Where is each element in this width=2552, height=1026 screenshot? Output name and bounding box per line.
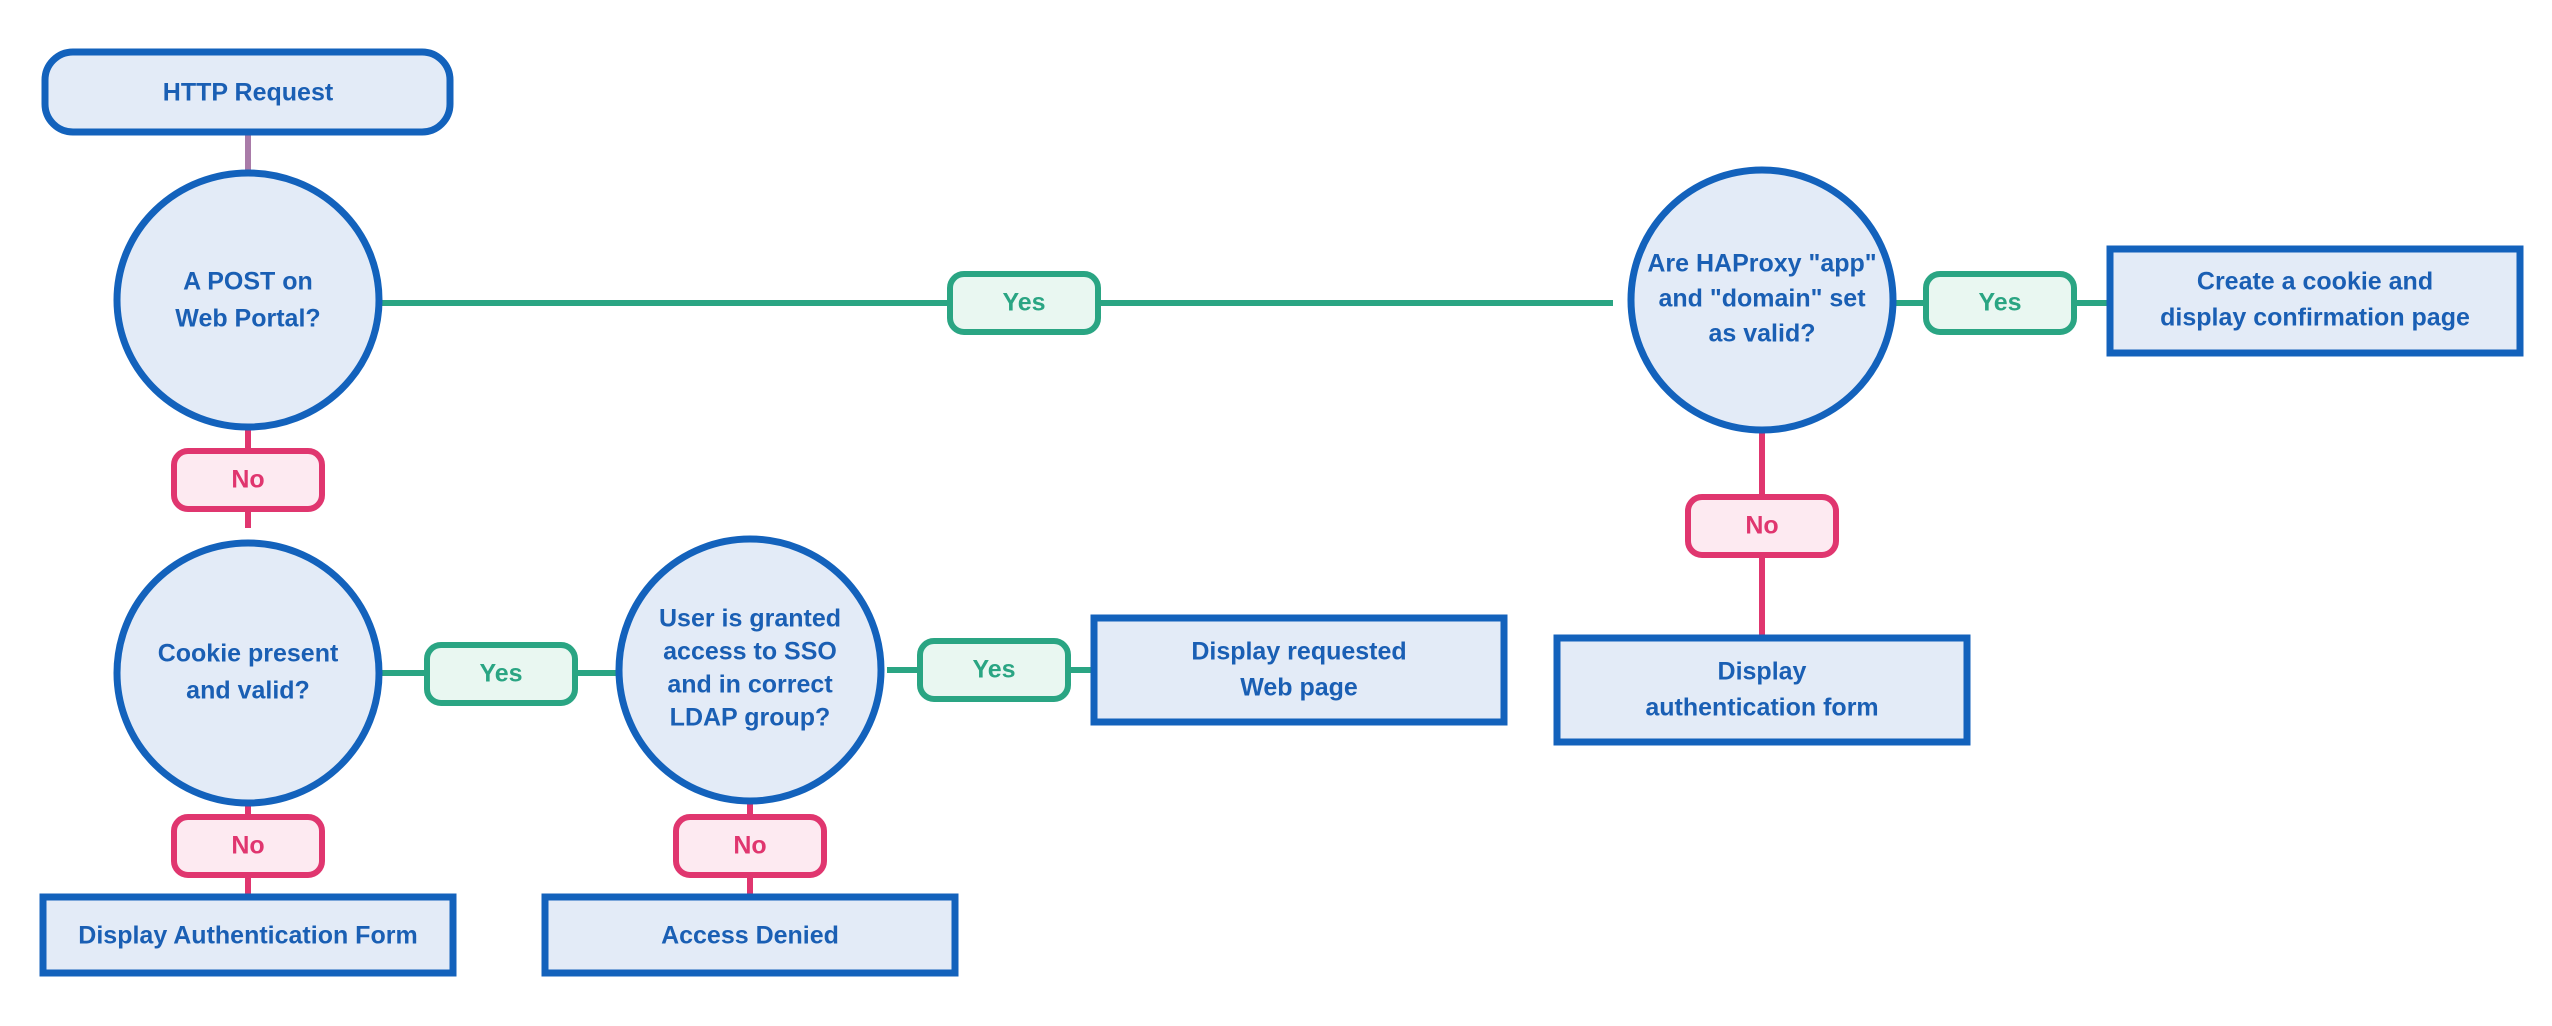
edge-label-post-no-text: No <box>231 466 264 494</box>
node-display-web-page-line1: Display requested <box>1191 638 1406 666</box>
node-display-web-page[interactable]: Display requested Web page <box>1090 614 1508 726</box>
node-http-request[interactable]: HTTP Request <box>41 48 454 136</box>
node-http-request-shape <box>41 48 454 136</box>
node-display-auth-form-left-shape <box>39 893 457 977</box>
node-cookie-valid-line1: Cookie present <box>158 640 339 668</box>
edge-label-granted-no-box <box>673 814 827 878</box>
edge-label-post-no[interactable]: No <box>171 448 325 512</box>
node-user-granted-line2: access to SSO <box>663 638 837 666</box>
edge-label-cookie-no-box <box>171 814 325 878</box>
node-user-granted-line3: and in correct <box>667 671 833 699</box>
edge-label-granted-no-text: No <box>733 832 766 860</box>
node-user-granted-shape <box>615 535 885 805</box>
node-cookie-valid[interactable]: Cookie present and valid? <box>113 539 383 807</box>
edge-label-cookie-yes[interactable]: Yes <box>424 642 578 706</box>
node-user-granted[interactable]: User is granted access to SSO and in cor… <box>615 535 885 805</box>
node-access-denied-shape <box>541 893 959 977</box>
edge-label-haproxy-yes-box <box>1923 271 2077 335</box>
node-haproxy-valid-line1: Are HAProxy "app" <box>1647 250 1876 278</box>
edge-label-post-yes-text: Yes <box>1002 289 1045 317</box>
node-post-web-portal-line1: A POST on <box>183 268 313 296</box>
edge-label-post-yes-box <box>947 271 1101 335</box>
node-cookie-valid-shape <box>113 539 383 807</box>
node-cookie-valid-line2: and valid? <box>186 677 310 705</box>
node-haproxy-valid[interactable]: Are HAProxy "app" and "domain" set as va… <box>1627 166 1897 434</box>
edge-label-post-yes[interactable]: Yes <box>947 271 1101 335</box>
edge-label-granted-yes-text: Yes <box>972 656 1015 684</box>
edge-label-cookie-yes-box <box>424 642 578 706</box>
node-post-web-portal-line2: Web Portal? <box>175 305 320 333</box>
node-create-cookie-shape <box>2106 245 2524 357</box>
edge-label-haproxy-no[interactable]: No <box>1685 494 1839 558</box>
edge-label-haproxy-yes-text: Yes <box>1978 289 2021 317</box>
edge-label-granted-no[interactable]: No <box>673 814 827 878</box>
node-user-granted-line4: LDAP group? <box>670 704 831 732</box>
node-display-auth-form-left[interactable]: Display Authentication Form <box>39 893 457 977</box>
edge-label-haproxy-no-text: No <box>1745 512 1778 540</box>
node-display-auth-form-right-line2: authentication form <box>1645 694 1878 722</box>
edge-label-cookie-no-text: No <box>231 832 264 860</box>
edge-label-haproxy-no-box <box>1685 494 1839 558</box>
node-display-auth-form-right-line1: Display <box>1718 658 1807 686</box>
node-http-request-label: HTTP Request <box>163 79 334 107</box>
node-haproxy-valid-shape <box>1627 166 1897 434</box>
node-access-denied[interactable]: Access Denied <box>541 893 959 977</box>
node-create-cookie-line2: display confirmation page <box>2160 304 2470 332</box>
node-display-auth-form-right-shape <box>1553 634 1971 746</box>
node-haproxy-valid-line2: and "domain" set <box>1658 285 1866 313</box>
node-access-denied-label: Access Denied <box>661 922 839 950</box>
edge-label-granted-yes-box <box>917 638 1071 702</box>
node-post-web-portal-shape <box>113 169 383 431</box>
node-display-auth-form-left-label: Display Authentication Form <box>78 922 417 950</box>
edge-label-haproxy-yes[interactable]: Yes <box>1923 271 2077 335</box>
edge-label-cookie-no[interactable]: No <box>171 814 325 878</box>
node-user-granted-line1: User is granted <box>659 605 841 633</box>
node-create-cookie-line1: Create a cookie and <box>2197 268 2433 296</box>
node-post-web-portal[interactable]: A POST on Web Portal? <box>113 169 383 431</box>
node-haproxy-valid-line3: as valid? <box>1709 320 1816 348</box>
edge-label-post-no-box <box>171 448 325 512</box>
node-display-web-page-line2: Web page <box>1240 674 1358 702</box>
node-display-web-page-shape <box>1090 614 1508 726</box>
edge-label-granted-yes[interactable]: Yes <box>917 638 1071 702</box>
node-create-cookie[interactable]: Create a cookie and display confirmation… <box>2106 245 2524 357</box>
node-display-auth-form-right[interactable]: Display authentication form <box>1553 634 1971 746</box>
edge-label-cookie-yes-text: Yes <box>479 660 522 688</box>
